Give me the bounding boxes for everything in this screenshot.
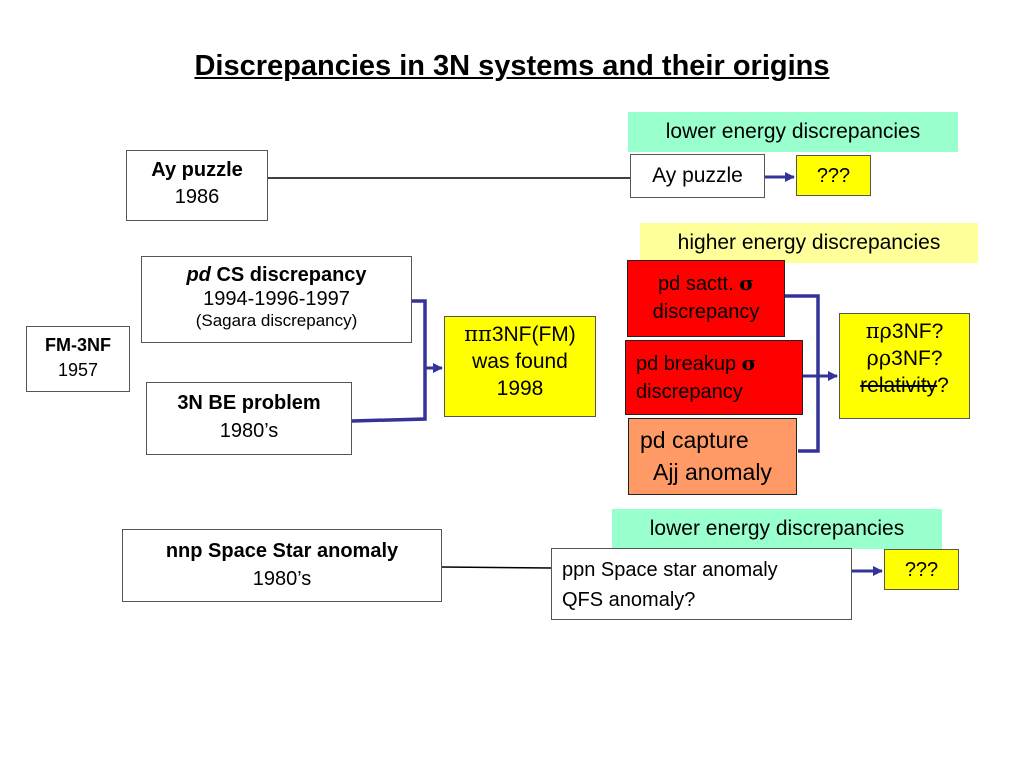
pd-capture-line2: Ajj anomaly xyxy=(653,458,772,485)
pipi-3nf-box: ππ3NF(FM) was found 1998 xyxy=(444,316,596,417)
pd-sactt-text: pd sactt. xyxy=(658,273,740,295)
pipi-line1: ππ3NF(FM) xyxy=(445,322,595,347)
pirho-symbol: πρ xyxy=(865,319,892,343)
lower-energy-label-top: lower energy discrepancies xyxy=(628,112,958,152)
relativity-tail: ? xyxy=(937,374,949,398)
pipi-bracket xyxy=(351,299,427,423)
pipi-symbol: ππ xyxy=(464,322,492,346)
3n-be-problem-box: 3N BE problem 1980’s xyxy=(146,382,352,455)
ppn-line1: ppn Space star anomaly xyxy=(562,559,778,581)
nnp-link-line xyxy=(441,566,552,569)
ay-puzzle-title: Ay puzzle xyxy=(151,159,243,181)
page-title: Discrepancies in 3N systems and their or… xyxy=(194,50,830,82)
pirho-3nf-box: πρ3NF? ρρ3NF? relativity? xyxy=(839,313,970,419)
pd-capture-line1: pd capture xyxy=(640,427,749,453)
pd-cs-title-italic: pd xyxy=(186,264,211,286)
pd-breakup-line1: pd breakup σ xyxy=(636,351,802,376)
fm3nf-box: FM-3NF 1957 xyxy=(26,326,130,392)
pd-cs-title: pd CS discrepancy xyxy=(142,263,411,287)
unknown-top-text: ??? xyxy=(816,165,851,187)
3n-be-year: 1980’s xyxy=(219,420,279,442)
lower-energy-label-bottom: lower energy discrepancies xyxy=(612,509,942,549)
unknown-bottom-box: ??? xyxy=(884,549,959,590)
rhorho-line2: ρρ3NF? xyxy=(840,346,969,371)
relativity-line3: relativity? xyxy=(840,373,969,398)
ay-puzzle-year: 1986 xyxy=(174,186,220,208)
pirho-3nf: 3NF? xyxy=(891,320,944,343)
unknown-bottom-text: ??? xyxy=(904,559,939,581)
fm3nf-title: FM-3NF xyxy=(45,335,111,355)
fm3nf-year: 1957 xyxy=(57,359,99,380)
ay-puzzle-origin-box: Ay puzzle 1986 xyxy=(126,150,268,221)
ay-puzzle-right-text: Ay puzzle xyxy=(652,164,743,187)
pipi-line3: 1998 xyxy=(496,377,544,401)
pirho-bracket xyxy=(785,294,820,453)
pd-breakup-box: pd breakup σ discrepancy xyxy=(625,340,803,415)
pd-cs-years: 1994-1996-1997 xyxy=(203,288,350,310)
3n-be-title: 3N BE problem xyxy=(177,392,321,414)
higher-energy-label: higher energy discrepancies xyxy=(640,223,978,263)
nnp-space-star-box: nnp Space Star anomaly 1980’s xyxy=(122,529,442,602)
pirho-line1: πρ3NF? xyxy=(840,319,969,344)
pd-capture-box: pd capture Ajj anomaly xyxy=(628,418,797,495)
pipi-3nf-fm: 3NF(FM) xyxy=(491,323,576,346)
pd-cs-note: (Sagara discrepancy) xyxy=(195,311,358,330)
pd-cs-title-rest: CS discrepancy xyxy=(210,264,367,286)
pd-cs-discrepancy-box: pd CS discrepancy 1994-1996-1997 (Sagara… xyxy=(141,256,412,343)
pd-sactt-box: pd sactt. σ discrepancy xyxy=(627,260,785,337)
sigma-symbol: σ xyxy=(741,351,757,375)
ppn-line2: QFS anomaly? xyxy=(562,589,696,611)
rhorho-3nf: 3NF? xyxy=(891,347,943,371)
pd-breakup-line2: discrepancy xyxy=(636,381,743,403)
ay-puzzle-right-box: Ay puzzle xyxy=(630,154,765,198)
pd-sactt-line1: pd sactt. σ xyxy=(628,271,784,296)
pd-breakup-text: pd breakup xyxy=(636,353,742,375)
pipi-line2: was found xyxy=(472,350,568,374)
rhorho-symbol: ρρ xyxy=(866,346,892,371)
nnp-title: nnp Space Star anomaly xyxy=(165,540,399,562)
nnp-year: 1980’s xyxy=(252,568,312,590)
unknown-top-box: ??? xyxy=(796,155,871,196)
sigma-symbol: σ xyxy=(739,271,754,295)
pd-sactt-line2: discrepancy xyxy=(652,301,760,323)
relativity-struck: relativity xyxy=(860,374,938,398)
ppn-space-star-box: ppn Space star anomaly QFS anomaly? xyxy=(551,548,852,620)
